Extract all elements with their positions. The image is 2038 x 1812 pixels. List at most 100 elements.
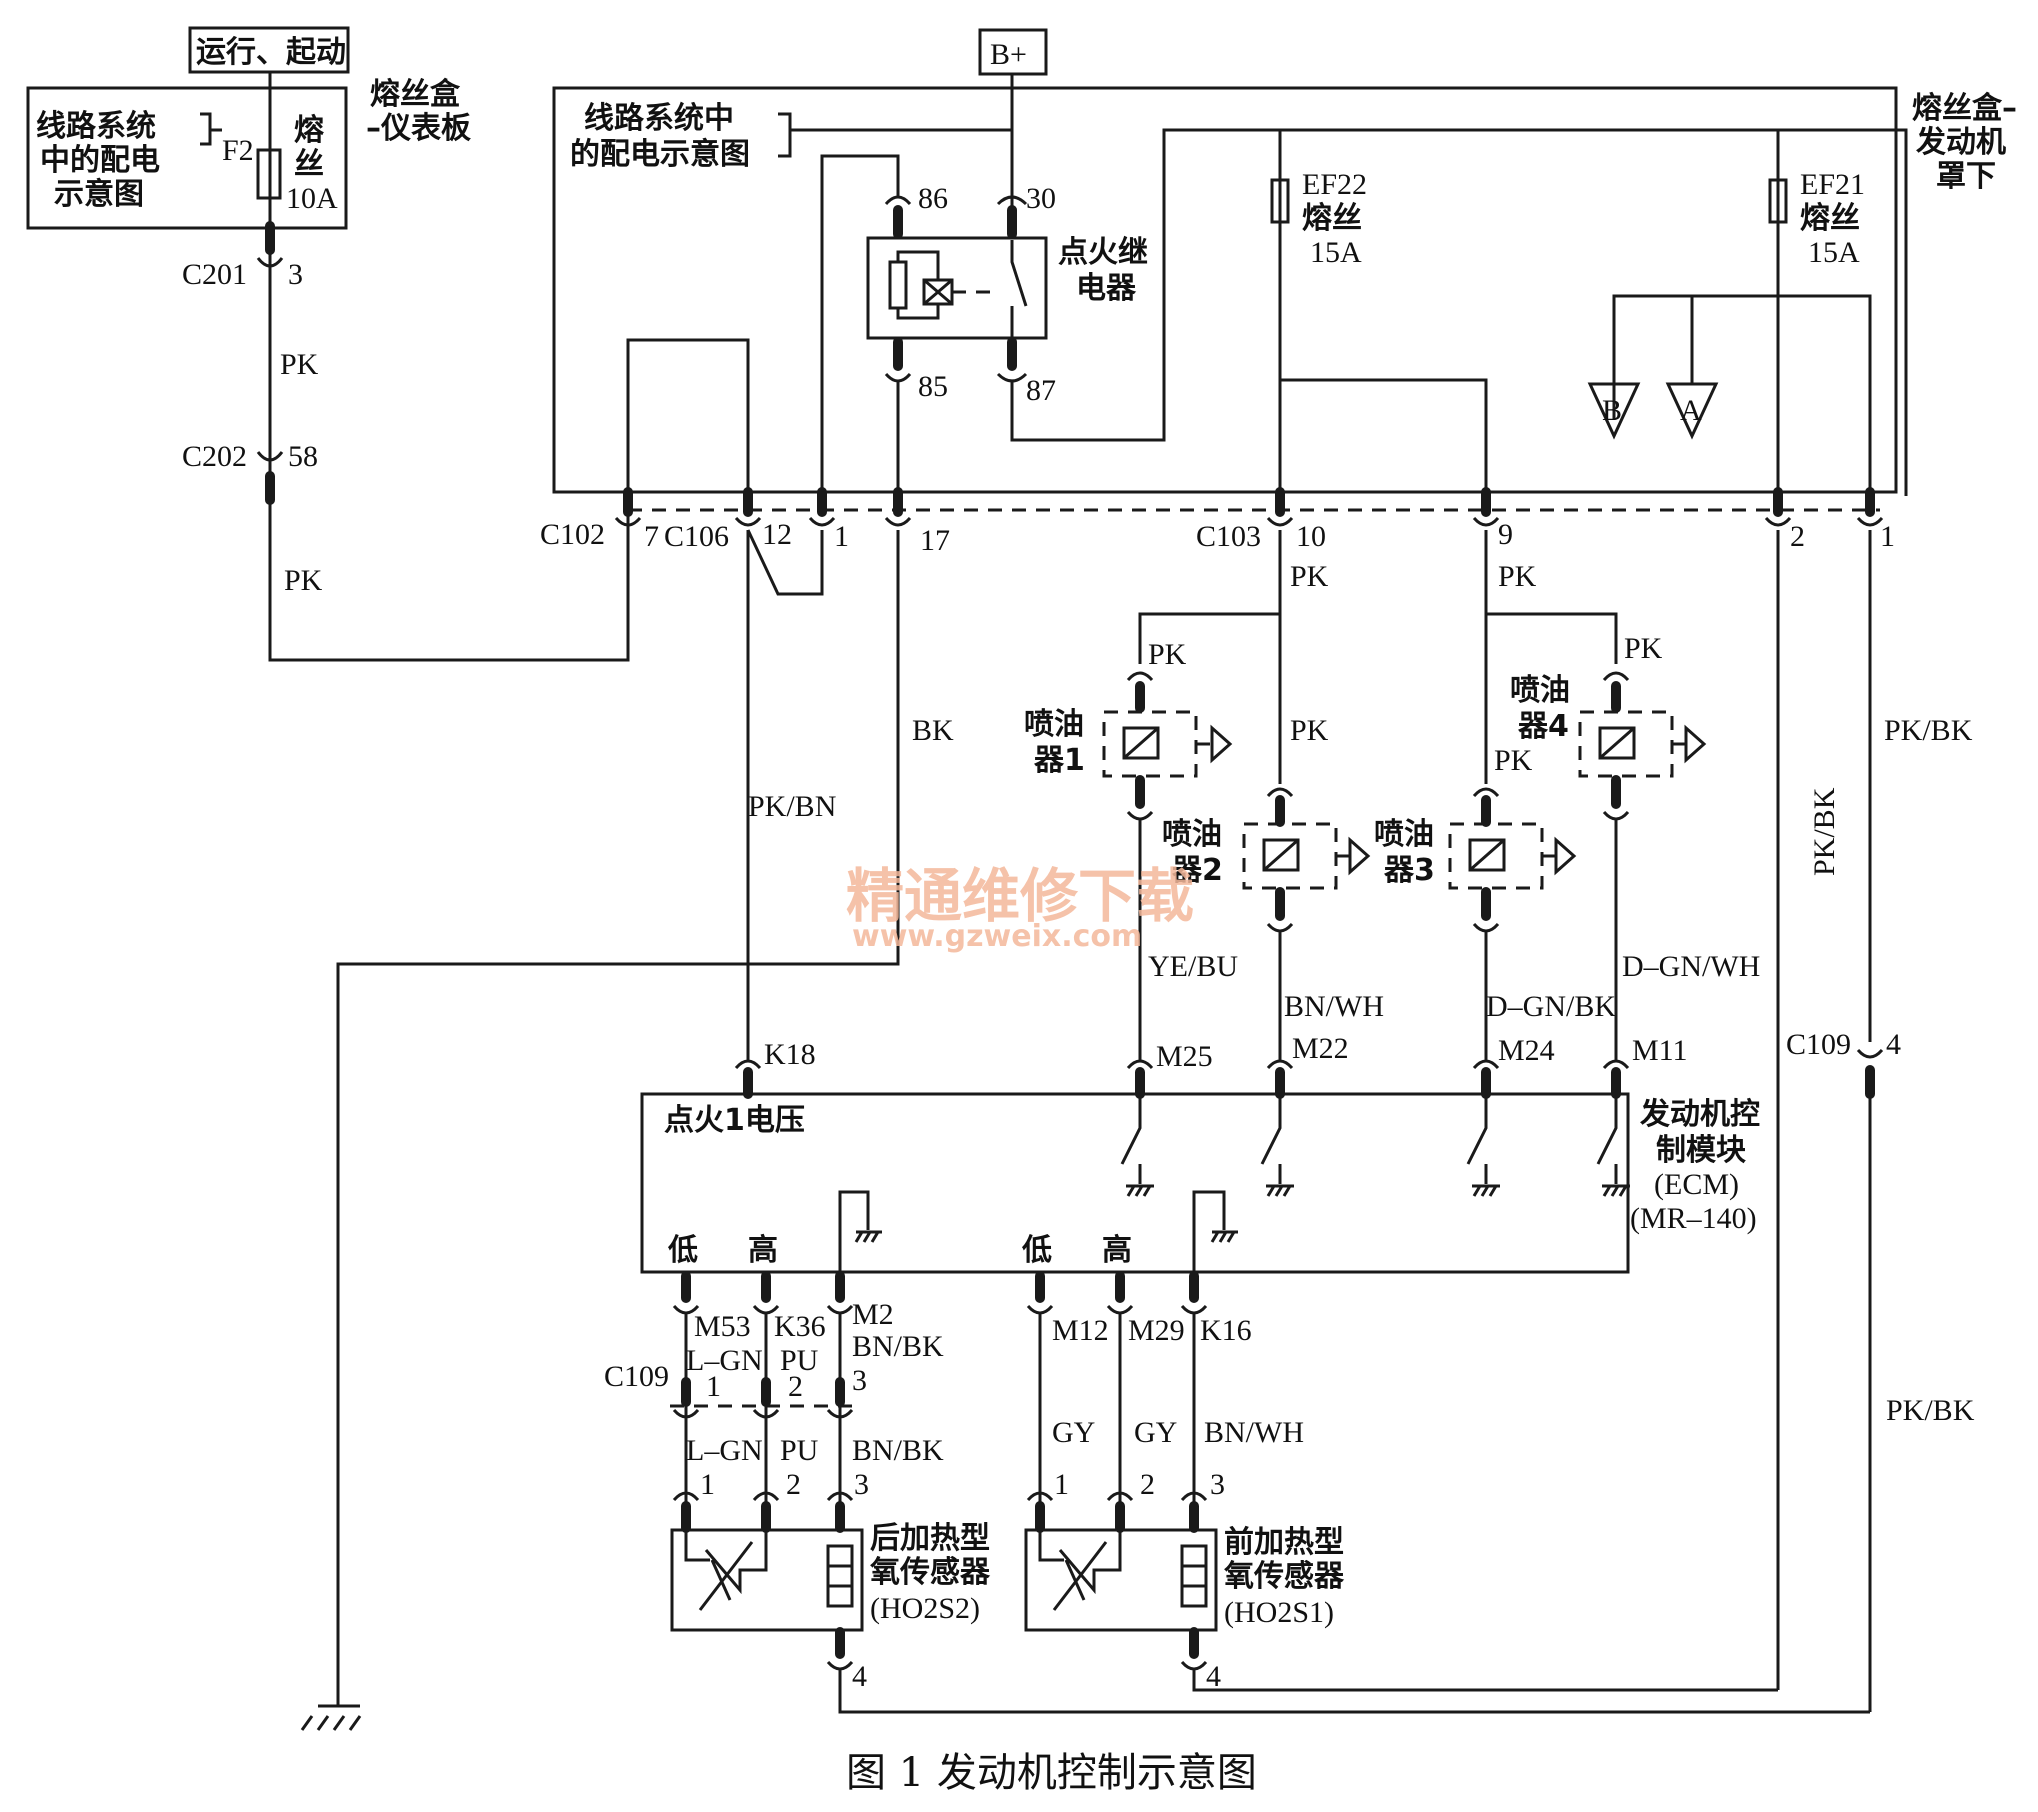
- wire-yebu: YE/BU: [1148, 950, 1238, 983]
- ef21-text: 熔丝: [1800, 201, 1860, 236]
- ecm-high-front: 高: [1102, 1233, 1132, 1268]
- pin-m25: M25: [1156, 1040, 1213, 1073]
- relay-name2: 电器: [1076, 271, 1137, 306]
- ecm-bottom-pins: [672, 1271, 1208, 1315]
- ground-icon-ecm-rear: [854, 1230, 882, 1243]
- relay-coil-icon: [888, 260, 908, 310]
- injector-4-label1: 喷油: [1510, 673, 1570, 708]
- fuse-f2-label: F2: [222, 134, 254, 167]
- wire-pk-3: PK: [1290, 560, 1329, 593]
- pin-2: 2: [1790, 520, 1805, 553]
- ecm-high-rear: 高: [748, 1233, 778, 1268]
- fusebox-ip-label2: –仪表板: [366, 111, 471, 146]
- c202-label: C202: [182, 440, 247, 473]
- wire-gy-2: GY: [1134, 1416, 1177, 1449]
- offpage-a: A: [1680, 394, 1702, 427]
- offpage-a-icon: [1665, 382, 1719, 440]
- wire-pu-1: PU: [780, 1344, 819, 1377]
- run-start-label: 运行、起动: [196, 35, 346, 70]
- pin-m53: M53: [694, 1310, 751, 1343]
- front-pin1: 1: [1054, 1468, 1069, 1501]
- pin-k16: K16: [1200, 1314, 1252, 1347]
- rear-o2-thermistor-icon: [698, 1541, 754, 1611]
- front-o2-heater-icon: [1180, 1544, 1208, 1608]
- c103-pin10: 10: [1296, 520, 1326, 553]
- c109-p3a: 3: [852, 1364, 867, 1397]
- relay-name1: 点火继: [1058, 235, 1148, 270]
- c109b-label: C109: [604, 1360, 669, 1393]
- pin-1: 1: [1880, 520, 1895, 553]
- watermark-line1: 精通维修下载: [846, 862, 1194, 930]
- relay-pin-85: 85: [918, 370, 948, 403]
- pin-17: 17: [920, 524, 950, 557]
- injector-1-label2: 器1: [1033, 743, 1085, 778]
- wire-dgnwh: D–GN/WH: [1622, 950, 1760, 983]
- fuse-f2-text2: 丝: [294, 147, 324, 182]
- wire-pk-1: PK: [280, 348, 319, 381]
- ip-dist-line1: 线路系统: [36, 109, 156, 144]
- wire-lgn-1: L–GN: [686, 1344, 763, 1377]
- injector-1-valve-icon: [1210, 724, 1233, 764]
- front-o2-label3: (HO2S1): [1224, 1596, 1334, 1629]
- wire-pk-6: PK: [1624, 632, 1663, 665]
- wire-bnbk-2: BN/BK: [852, 1434, 944, 1467]
- front-pin4: 4: [1206, 1660, 1221, 1693]
- injector-3-label1: 喷油: [1374, 817, 1434, 852]
- c103-label: C103: [1196, 520, 1261, 553]
- fusebox-engine: [552, 86, 1898, 494]
- relay-pin-87: 87: [1026, 374, 1056, 407]
- bplus-label: B+: [990, 38, 1027, 71]
- fusebox-eng-label1: 熔丝盒–: [1912, 91, 2017, 126]
- watermark-line2: www.gzweix.com: [852, 919, 1142, 954]
- relay-pin-86: 86: [918, 182, 948, 215]
- c201-label: C201: [182, 258, 247, 291]
- pin-k18: K18: [764, 1038, 816, 1071]
- injector-2-label2: 器2: [1171, 853, 1223, 888]
- wire-pkbk-2: PK/BK: [1886, 1394, 1975, 1427]
- wire-pk-4: PK: [1498, 560, 1537, 593]
- fuse-f2-amp: 10A: [286, 182, 338, 215]
- pin-m2: M2: [852, 1298, 894, 1331]
- ground-icon-ecm-front: [1210, 1230, 1238, 1243]
- ip-dist-line3: 示意图: [54, 177, 144, 212]
- c202-pin: 58: [288, 440, 318, 473]
- fuse-f2-icon: [256, 148, 282, 200]
- c106-pin12: 12: [762, 518, 792, 551]
- ecm-name2: 制模块: [1656, 1133, 1746, 1168]
- injector-4-coil-icon: [1598, 726, 1636, 760]
- wire-pk-2: PK: [284, 564, 323, 597]
- c109-p2a: 2: [788, 1370, 803, 1403]
- offpage-b: B: [1602, 394, 1622, 427]
- rear-pin2: 2: [786, 1468, 801, 1501]
- wire-pkbn: PK/BN: [748, 790, 836, 823]
- rear-pin3: 3: [854, 1468, 869, 1501]
- pin-m12: M12: [1052, 1314, 1109, 1347]
- connector-row: [614, 487, 1884, 527]
- pin-m22: M22: [1292, 1032, 1349, 1065]
- injector-2-valve-icon: [1348, 836, 1371, 876]
- c109-pin4: 4: [1886, 1028, 1901, 1061]
- ef21-amp: 15A: [1808, 236, 1860, 269]
- c102-label: C102: [540, 518, 605, 551]
- wire-bk: BK: [912, 714, 954, 747]
- rear-o2-heater-icon: [826, 1544, 854, 1608]
- injector-4-label2: 器4: [1517, 709, 1569, 744]
- eng-dist-line2: 的配电示意图: [570, 137, 750, 172]
- pin-m24: M24: [1498, 1034, 1555, 1067]
- injector-3-label2: 器3: [1383, 853, 1435, 888]
- pin-k36: K36: [774, 1310, 826, 1343]
- ecm-name3: (ECM): [1654, 1168, 1739, 1201]
- injector-4-valve-icon: [1684, 724, 1707, 764]
- relay-pin-30: 30: [1026, 182, 1056, 215]
- c109-label: C109: [1786, 1028, 1851, 1061]
- ecm-low-front: 低: [1021, 1233, 1052, 1268]
- wire-pk-5: PK: [1148, 638, 1187, 671]
- wire-pk-8: PK: [1494, 744, 1533, 777]
- ignition-relay: 86 30 点火继 电器 85 87: [820, 154, 1148, 496]
- fuse-f2-text1: 熔: [294, 113, 324, 148]
- injector-2: 喷油 器2: [1162, 787, 1371, 933]
- ecm-name1: 发动机控: [1639, 1097, 1760, 1132]
- injector-3-coil-icon: [1468, 838, 1506, 872]
- front-o2-label1: 前加热型: [1224, 1525, 1344, 1560]
- wire-pkbk-vertical: PK/BK: [1808, 787, 1841, 876]
